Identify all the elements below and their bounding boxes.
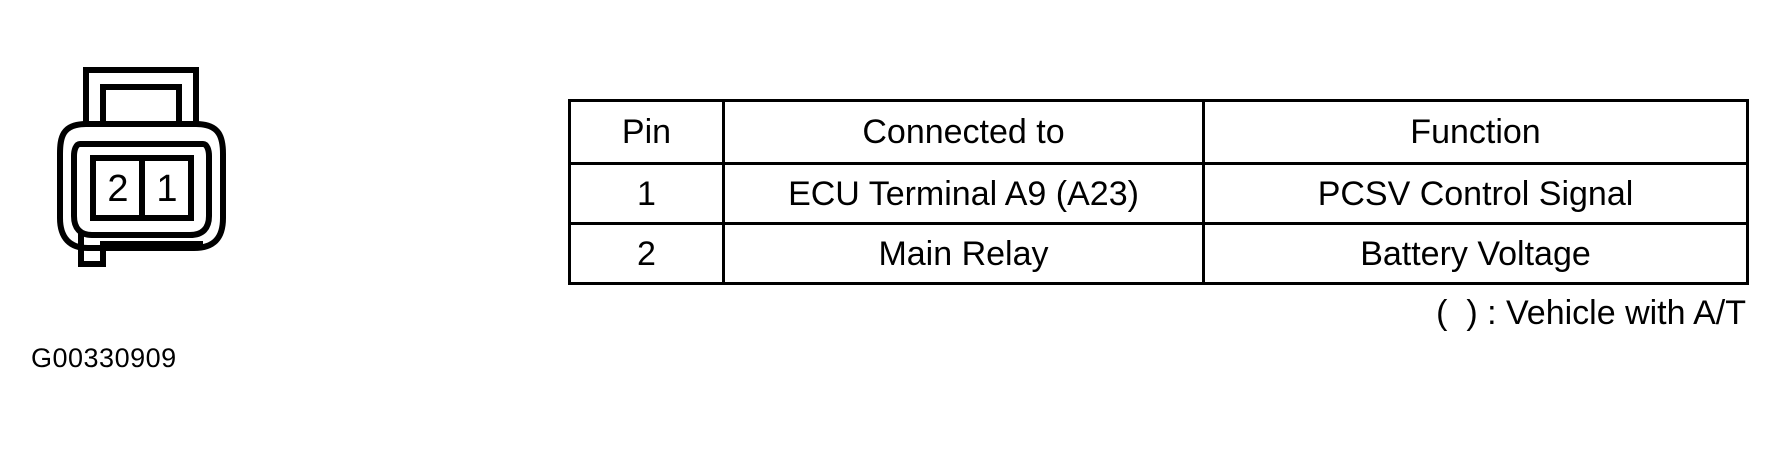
table-header-row: Pin Connected to Function	[568, 99, 1749, 165]
column-header-pin: Pin	[568, 99, 725, 165]
connector-outer-body	[57, 121, 226, 251]
column-header-function: Function	[1202, 99, 1749, 165]
table-row: 2 Main Relay Battery Voltage	[568, 222, 1749, 285]
connector-bottom-tab	[78, 232, 203, 267]
cell-function: PCSV Control Signal	[1202, 162, 1749, 225]
connector-flange-slot	[100, 84, 182, 127]
cell-pin: 1	[568, 162, 725, 225]
pin-label-2: 2	[107, 168, 128, 210]
figure-id-caption: G00330909	[31, 343, 177, 373]
pin-assignment-table: Pin Connected to Function 1 ECU Terminal…	[568, 99, 1749, 285]
pin-label-1: 1	[156, 168, 177, 210]
cell-pin: 2	[568, 222, 725, 285]
cell-connected-to: ECU Terminal A9 (A23)	[722, 162, 1205, 225]
connector-drawing: 2 1	[57, 67, 226, 267]
column-header-connected-to: Connected to	[722, 99, 1205, 165]
cell-connected-to: Main Relay	[722, 222, 1205, 285]
connector-inner-body	[71, 141, 212, 238]
connector-diagram: 2 1	[48, 58, 258, 273]
cell-function: Battery Voltage	[1202, 222, 1749, 285]
connector-top-flange	[83, 67, 199, 127]
table-footnote: ( ) : Vehicle with A/T	[1436, 294, 1746, 332]
table-row: 1 ECU Terminal A9 (A23) PCSV Control Sig…	[568, 162, 1749, 225]
